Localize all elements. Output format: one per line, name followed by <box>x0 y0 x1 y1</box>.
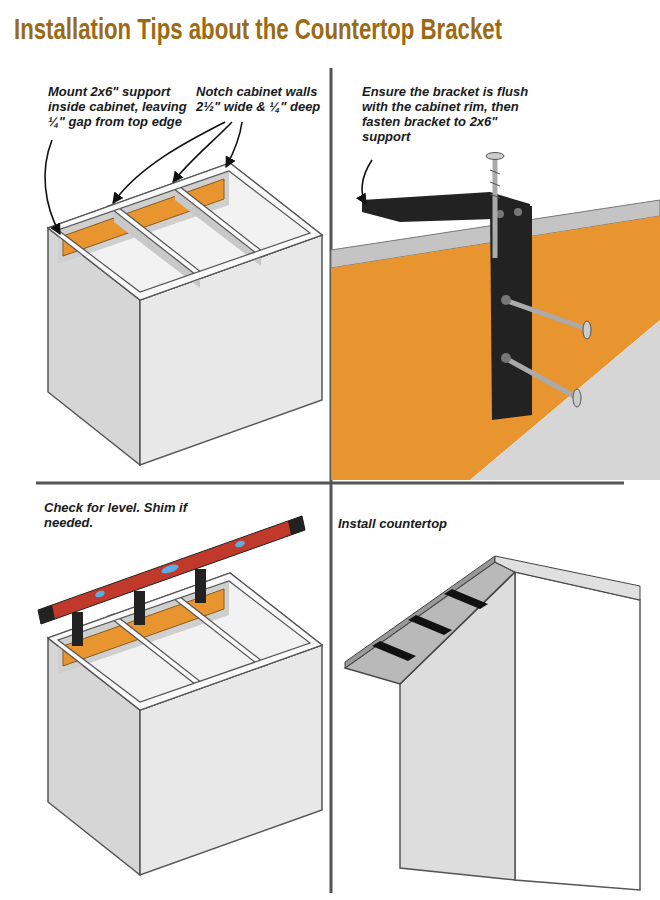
bracket <box>134 591 145 625</box>
bracket <box>444 589 488 609</box>
level-end-cap <box>288 516 305 535</box>
cabinet-divider <box>169 593 267 667</box>
level-vial <box>94 590 105 599</box>
bracket-hole <box>501 353 511 363</box>
level-vial <box>160 563 179 575</box>
callout-note: Ensure the bracket is flush with the cab… <box>362 84 537 144</box>
panel-divider <box>36 482 624 485</box>
callout-note: Check for level. Shim if needed. <box>44 500 204 530</box>
cabinet-illustration <box>45 122 322 465</box>
bracket-hole <box>514 208 522 216</box>
leader-arrow <box>226 122 242 167</box>
callout-note: Notch cabinet walls 2½" wide & ¼" deep <box>196 84 328 114</box>
leader-arrow <box>173 122 232 182</box>
countertop-underside <box>345 562 515 684</box>
cabinet-opening <box>48 163 322 300</box>
callout-note: Install countertop <box>338 516 518 531</box>
level-check-illustration <box>38 516 322 875</box>
countertop-edge <box>495 556 640 600</box>
countertop-edge <box>345 556 495 668</box>
leader-arrow <box>362 160 372 204</box>
leader-arrow <box>45 140 60 234</box>
screw-head <box>486 153 504 160</box>
bracket-closeup <box>331 153 660 481</box>
screw-shaft <box>505 358 574 396</box>
screw-head <box>573 389 581 407</box>
level-end-cap <box>38 605 55 624</box>
bracket-hole <box>501 295 511 305</box>
page-title: Installation Tips about the Countertop B… <box>14 12 502 46</box>
countertop-illustration <box>345 556 640 890</box>
spirit-level <box>38 516 305 624</box>
screw-thread <box>490 170 500 198</box>
screw-head <box>583 321 591 339</box>
cabinet-divider <box>108 204 206 278</box>
panel-divider <box>330 68 333 893</box>
bracket <box>72 612 83 646</box>
bracket <box>195 569 206 603</box>
screw-shaft <box>505 300 584 328</box>
bracket <box>372 641 416 661</box>
callout-note: Mount 2x6" support inside cabinet, leavi… <box>48 84 198 129</box>
leader-arrow <box>113 122 225 203</box>
cabinet-divider <box>108 614 206 688</box>
screw-shaft <box>493 160 498 258</box>
cabinet-divider <box>169 183 267 257</box>
bracket <box>408 615 452 635</box>
level-vial <box>234 540 245 549</box>
cabinet-rim <box>48 163 322 300</box>
cabinet-side-face <box>515 572 640 890</box>
